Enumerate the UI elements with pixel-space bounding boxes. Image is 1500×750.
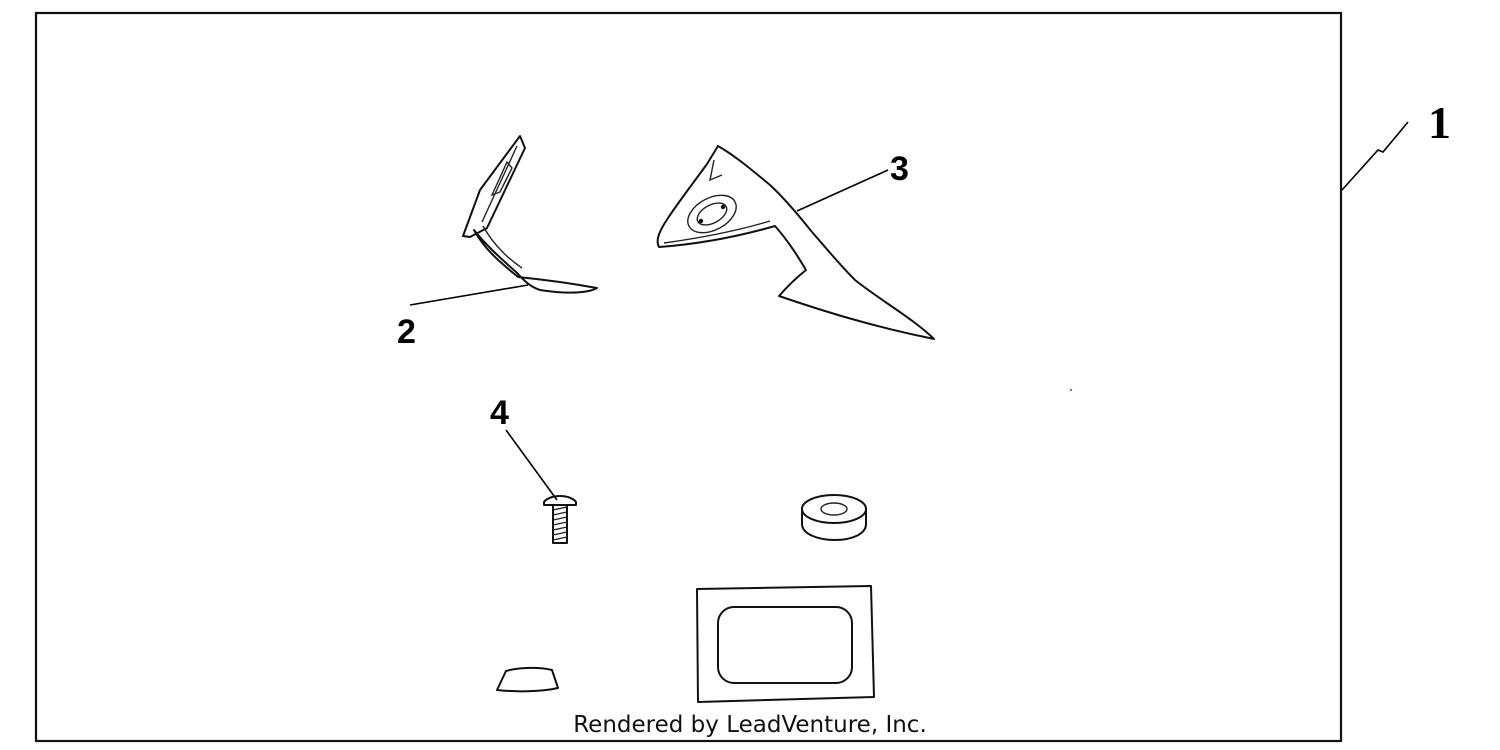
callout-2[interactable]: 2 bbox=[397, 313, 416, 351]
leader-line-3 bbox=[796, 169, 889, 212]
left-deflector-part[interactable] bbox=[462, 135, 598, 294]
leader-line-4 bbox=[505, 429, 558, 501]
callout-3[interactable]: 3 bbox=[890, 150, 909, 188]
leader-line-2 bbox=[409, 284, 529, 306]
rubber-pad-part[interactable] bbox=[496, 666, 559, 693]
kit-frame bbox=[34, 11, 1343, 743]
right-deflector-part[interactable] bbox=[656, 145, 935, 340]
screw-part[interactable] bbox=[543, 495, 577, 544]
gasket-seal-part[interactable] bbox=[696, 585, 875, 703]
kit-leader-line bbox=[1341, 121, 1409, 191]
collar-washer-part[interactable] bbox=[801, 494, 867, 541]
callout-4[interactable]: 4 bbox=[490, 394, 509, 432]
render-credit: Rendered by LeadVenture, Inc. bbox=[573, 712, 927, 738]
stray-mark bbox=[1069, 388, 1073, 392]
callout-kit[interactable]: 1 bbox=[1428, 97, 1451, 148]
